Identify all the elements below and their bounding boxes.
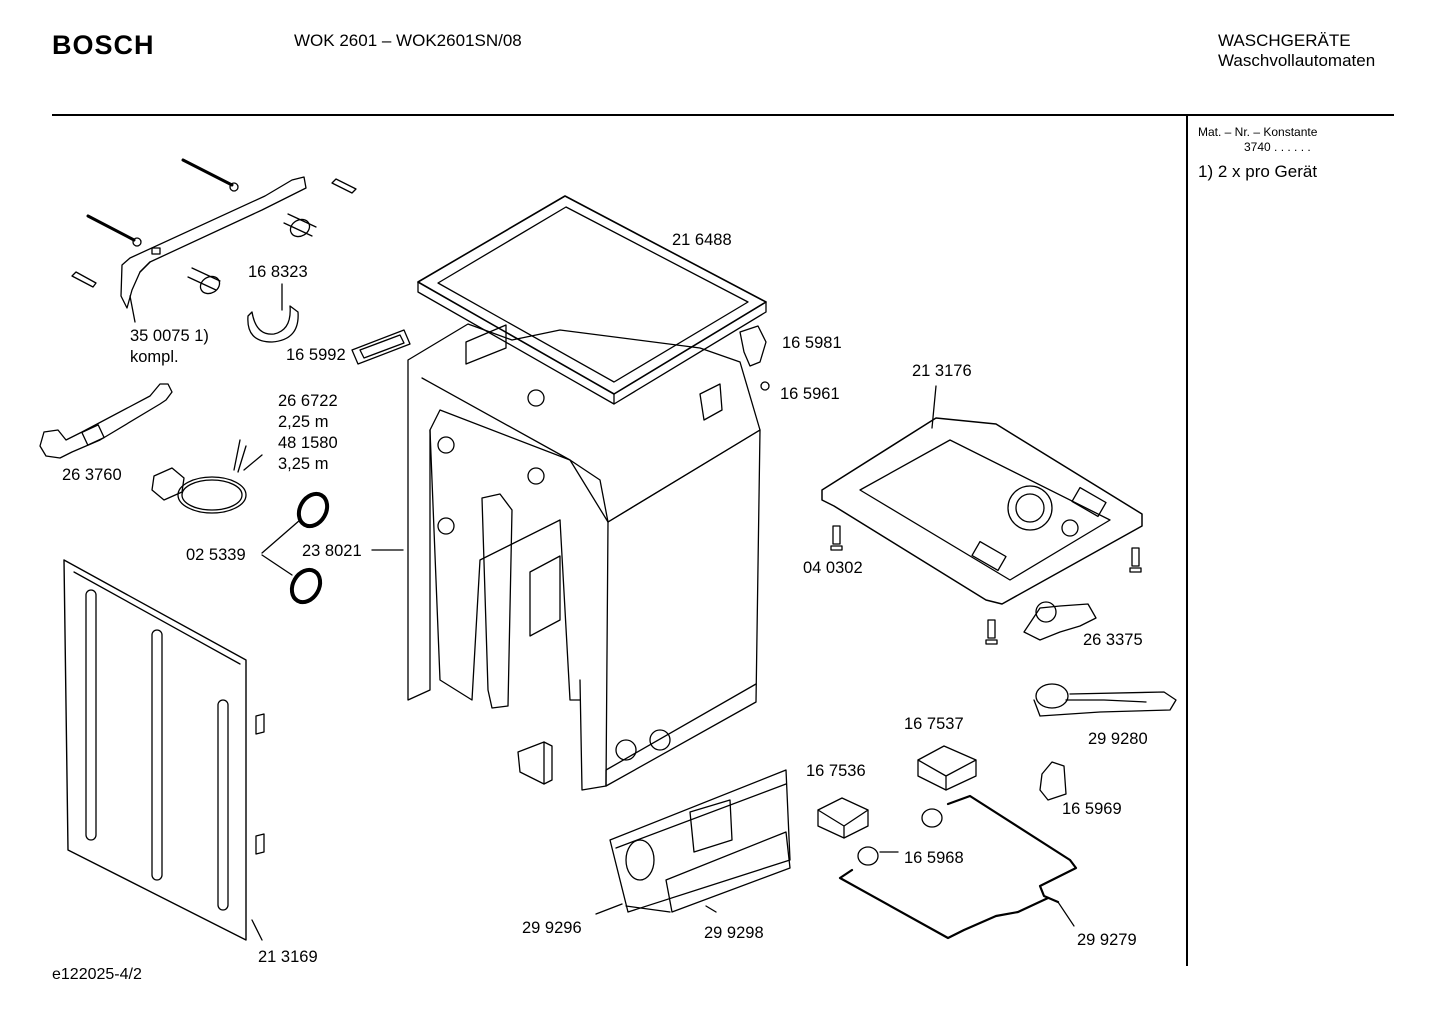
part-label: 48 1580 (278, 434, 338, 452)
model-title: WOK 2601 – WOK2601SN/08 (294, 31, 522, 50)
part-label: 04 0302 (803, 559, 863, 577)
cabinet-frame (371, 323, 761, 791)
footnote: 1) 2 x pro Gerät (1198, 162, 1318, 181)
part-label: 26 3760 (62, 466, 122, 484)
screws (830, 525, 1142, 645)
base-plate (821, 385, 1143, 605)
sidebar-divider (1186, 116, 1188, 966)
mat-constant-block: Mat. – Nr. – Konstante 3740 . . . . . . (1198, 125, 1317, 155)
clip-part (247, 283, 299, 343)
mounting-bracket-assembly (71, 158, 357, 323)
small-bracket (517, 741, 553, 785)
ring-seals (261, 491, 330, 605)
part-label: 29 9296 (522, 919, 582, 937)
part-label: 16 7537 (904, 715, 964, 733)
part-label: 29 9280 (1088, 730, 1148, 748)
part-label: 16 5968 (904, 849, 964, 867)
header-divider (52, 114, 1394, 116)
part-label: 35 0075 1) (130, 327, 209, 345)
sensor-part (1039, 761, 1067, 801)
part-label: 16 5992 (286, 346, 346, 364)
part-label: 21 3176 (912, 362, 972, 380)
power-cord (151, 439, 263, 514)
insert-part (351, 329, 411, 365)
top-lid (417, 195, 767, 405)
pump-housing (1023, 601, 1097, 641)
mat-constant-value: 3740 . . . . . . (1244, 140, 1311, 154)
part-label: 26 3375 (1083, 631, 1143, 649)
switch-module-2 (817, 797, 869, 839)
category-block: WASCHGERÄTE Waschvollautomaten (1218, 31, 1375, 71)
part-label: 16 8323 (248, 263, 308, 281)
drawing-id: e122025-4/2 (52, 966, 142, 983)
category-line-2: Waschvollautomaten (1218, 51, 1376, 70)
part-label: 2,25 m (278, 413, 329, 431)
drain-arm (1033, 683, 1177, 717)
part-label: 16 7536 (806, 762, 866, 780)
wrench (39, 383, 173, 459)
side-panel (63, 559, 265, 941)
part-label: kompl. (130, 348, 179, 366)
part-label: 02 5339 (186, 546, 246, 564)
part-label: 26 6722 (278, 392, 338, 410)
part-label: 3,25 m (278, 455, 329, 473)
part-label: 29 9298 (704, 924, 764, 942)
part-label: 16 5981 (782, 334, 842, 352)
brand-logo: BOSCH (52, 30, 155, 60)
switch-module (917, 745, 977, 791)
part-label: 21 6488 (672, 231, 732, 249)
mat-constant-label: Mat. – Nr. – Konstante (1198, 125, 1318, 139)
heating-element (838, 794, 1078, 940)
part-label: 29 9279 (1077, 931, 1137, 949)
foot-knob (739, 325, 770, 391)
part-label: 16 5969 (1062, 800, 1122, 818)
part-label: 23 8021 (302, 542, 362, 560)
detergent-drawer (595, 769, 791, 915)
part-label: 21 3169 (258, 948, 318, 966)
caps (857, 808, 943, 866)
category-line-1: WASCHGERÄTE (1218, 31, 1351, 50)
part-label: 16 5961 (780, 385, 840, 403)
